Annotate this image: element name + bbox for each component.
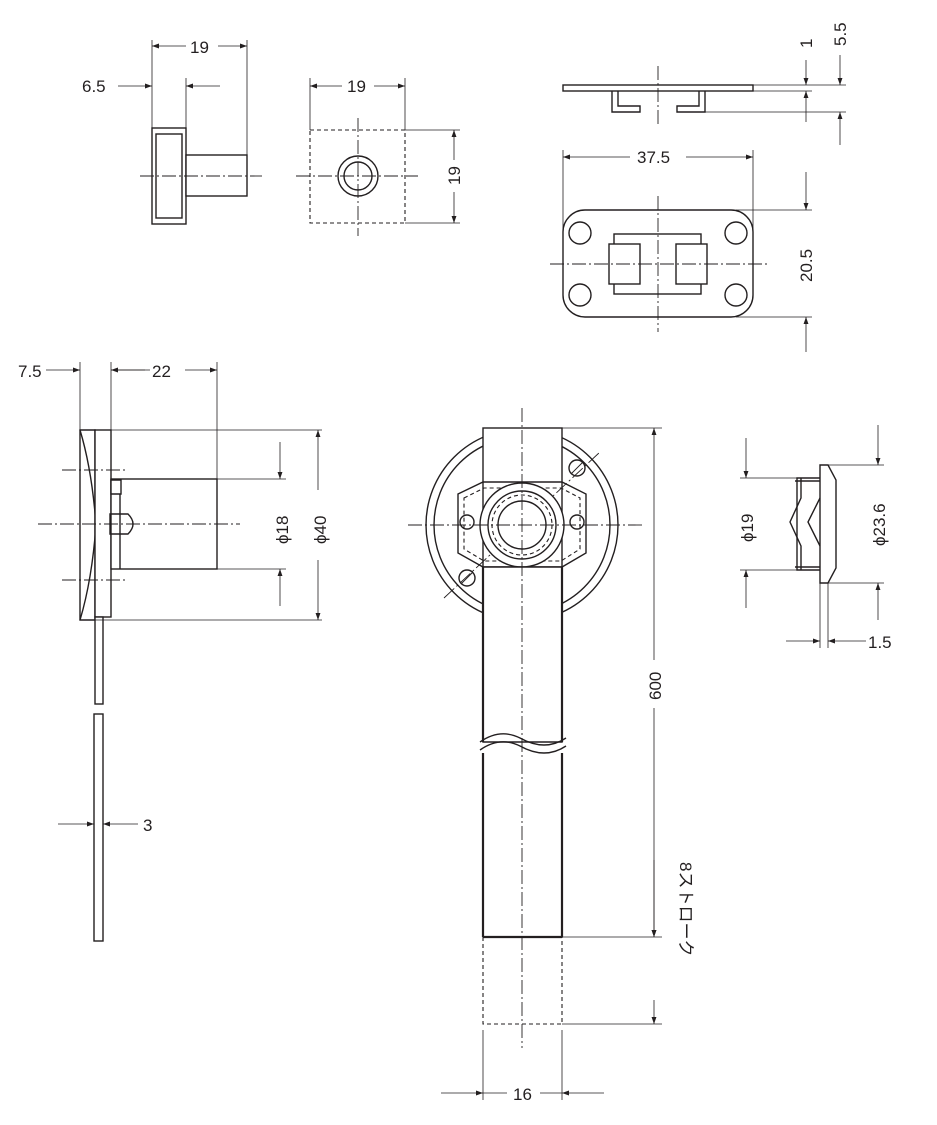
dim-body-22: 22 — [152, 362, 171, 381]
knob-front-view — [296, 78, 460, 236]
dim-stroke-8: 8ストローク — [676, 862, 695, 956]
dim-body-phi18: ϕ18 — [273, 516, 292, 544]
dim-cap-1-5: 1.5 — [868, 633, 892, 652]
plate-top-view — [550, 150, 812, 352]
latch-front-view — [408, 408, 662, 1100]
dim-rod-600: 600 — [646, 672, 665, 700]
dim-cap-phi19: ϕ19 — [738, 514, 757, 542]
dim-knob-6-5: 6.5 — [82, 77, 106, 96]
knob-side-view — [118, 40, 262, 225]
dim-knob-19: 19 — [190, 38, 209, 57]
cap-side-view — [740, 425, 884, 648]
dim-body-7-5: 7.5 — [18, 362, 42, 381]
dim-rod-3: 3 — [143, 816, 152, 835]
dim-plate-20-5: 20.5 — [797, 249, 816, 282]
dim-flange-phi40: ϕ40 — [311, 516, 330, 544]
plate-side-view — [562, 55, 846, 145]
dim-cap-phi23-6: ϕ23.6 — [870, 503, 889, 546]
dim-plate-37-5: 37.5 — [637, 148, 670, 167]
dim-rod-16: 16 — [513, 1085, 532, 1104]
dim-front-height-19: 19 — [445, 166, 464, 185]
latch-body-side-view — [38, 362, 322, 942]
dim-plate-5-5: 5.5 — [831, 22, 850, 46]
dim-front-width-19: 19 — [347, 77, 366, 96]
dim-plate-1: 1 — [797, 39, 816, 48]
